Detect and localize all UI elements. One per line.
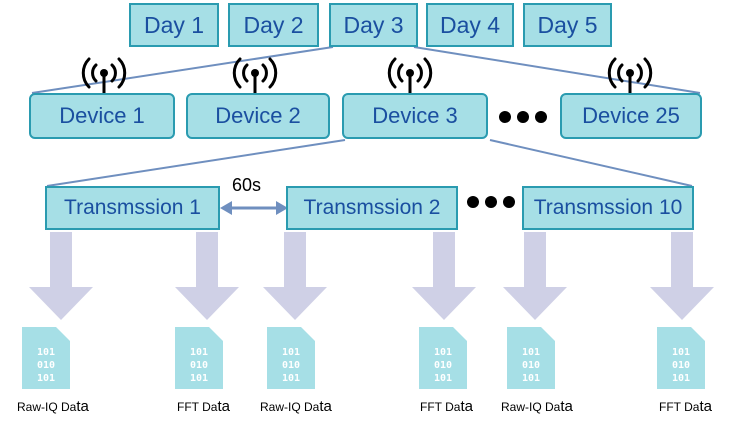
file-icon-text-5: 101 010 101	[521, 347, 541, 384]
down-arrow-icon	[650, 232, 714, 320]
file-label-6: FFT Data	[659, 398, 712, 415]
down-arrow-icon	[175, 232, 239, 320]
device-box-3: Device 3	[342, 93, 488, 139]
down-arrows	[29, 232, 714, 320]
down-arrow-icon	[412, 232, 476, 320]
ellipsis-dot	[503, 196, 515, 208]
file-shapes	[22, 327, 705, 389]
file-icon-text-2: 101 010 101	[189, 347, 209, 384]
day-box-4: Day 4	[426, 3, 514, 47]
day-device-connectors	[31, 46, 701, 94]
ellipsis-dot	[517, 111, 529, 123]
file-label-2: FFT Data	[177, 398, 230, 415]
transmission-box-1: Transmssion 1	[45, 186, 220, 230]
binary-file-icon	[267, 327, 315, 389]
binary-file-icon	[175, 327, 223, 389]
day-box-3: Day 3	[329, 3, 418, 47]
ellipsis-dot	[467, 196, 479, 208]
transmission-box-2: Transmssion 2	[286, 186, 458, 230]
down-arrow-icon	[29, 232, 93, 320]
connector-line	[46, 139, 346, 187]
down-arrow-icon	[503, 232, 567, 320]
file-icon-text-1: 101 010 101	[36, 347, 56, 384]
ellipsis-dot	[499, 111, 511, 123]
day-box-2: Day 2	[228, 3, 319, 47]
file-label-1: Raw-IQ Data	[17, 398, 89, 415]
wireless-antenna-icon	[81, 57, 127, 97]
binary-file-icon	[419, 327, 467, 389]
device-transmission-connectors	[46, 139, 693, 187]
down-arrow-icon	[263, 232, 327, 320]
day-box-1: Day 1	[129, 3, 219, 47]
binary-file-icon	[657, 327, 705, 389]
connector-line	[413, 46, 701, 94]
connector-line	[489, 139, 693, 187]
binary-file-icon	[22, 327, 70, 389]
wireless-antenna-icon	[607, 57, 653, 97]
file-label-3: Raw-IQ Data	[260, 398, 332, 415]
binary-file-icon	[507, 327, 555, 389]
transmission-box-10: Transmssion 10	[522, 186, 694, 230]
device-box-1: Device 1	[29, 93, 175, 139]
wireless-antenna-icon	[232, 57, 278, 97]
file-icon-text-4: 101 010 101	[433, 347, 453, 384]
file-icon-text-6: 101 010 101	[671, 347, 691, 384]
device-ellipsis	[499, 111, 547, 123]
file-label-4: FFT Data	[420, 398, 473, 415]
interval-label: 60s	[232, 175, 262, 195]
device-box-25: Device 25	[560, 93, 702, 139]
wireless-antenna-icon	[387, 57, 433, 97]
transmission-ellipsis	[467, 196, 515, 208]
double-arrow-icon	[220, 201, 288, 215]
ellipsis-dot	[485, 196, 497, 208]
connector-line	[31, 46, 334, 94]
device-box-2: Device 2	[186, 93, 330, 139]
antenna-icons	[81, 57, 653, 97]
day-box-5: Day 5	[523, 3, 612, 47]
file-icon-text-3: 101 010 101	[281, 347, 301, 384]
ellipsis-dot	[535, 111, 547, 123]
file-label-5: Raw-IQ Data	[501, 398, 573, 415]
